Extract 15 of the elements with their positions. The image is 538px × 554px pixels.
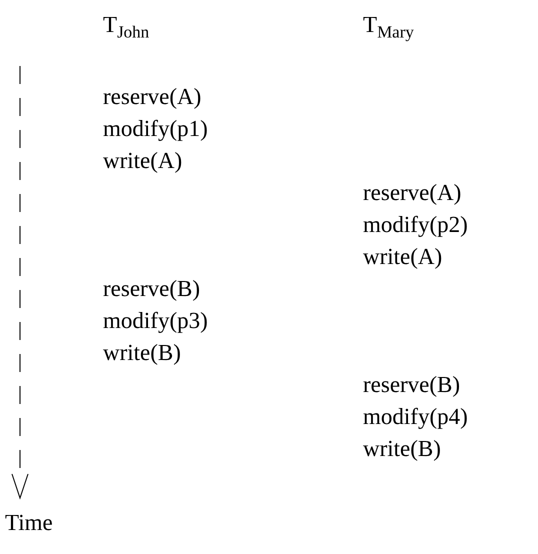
operation-text: write(A) bbox=[103, 148, 182, 174]
operation-text: reserve(B) bbox=[363, 372, 460, 398]
transaction-header: T$_{John}$ bbox=[103, 12, 150, 44]
operation-text: write(B) bbox=[363, 436, 441, 462]
transaction-header: T$_{Mary}$ bbox=[363, 12, 414, 44]
operation-text: modify(p3) bbox=[103, 308, 208, 334]
axis-label: Time bbox=[5, 510, 53, 536]
operation-text: reserve(A) bbox=[103, 84, 202, 110]
operation-text: modify(p2) bbox=[363, 212, 468, 238]
operation-text: write(B) bbox=[103, 340, 181, 366]
operation-text: modify(p1) bbox=[103, 116, 208, 142]
operation-text: reserve(B) bbox=[103, 276, 200, 302]
operation-text: reserve(A) bbox=[363, 180, 462, 206]
operation-text: write(A) bbox=[363, 244, 442, 270]
operation-text: modify(p4) bbox=[363, 404, 468, 430]
